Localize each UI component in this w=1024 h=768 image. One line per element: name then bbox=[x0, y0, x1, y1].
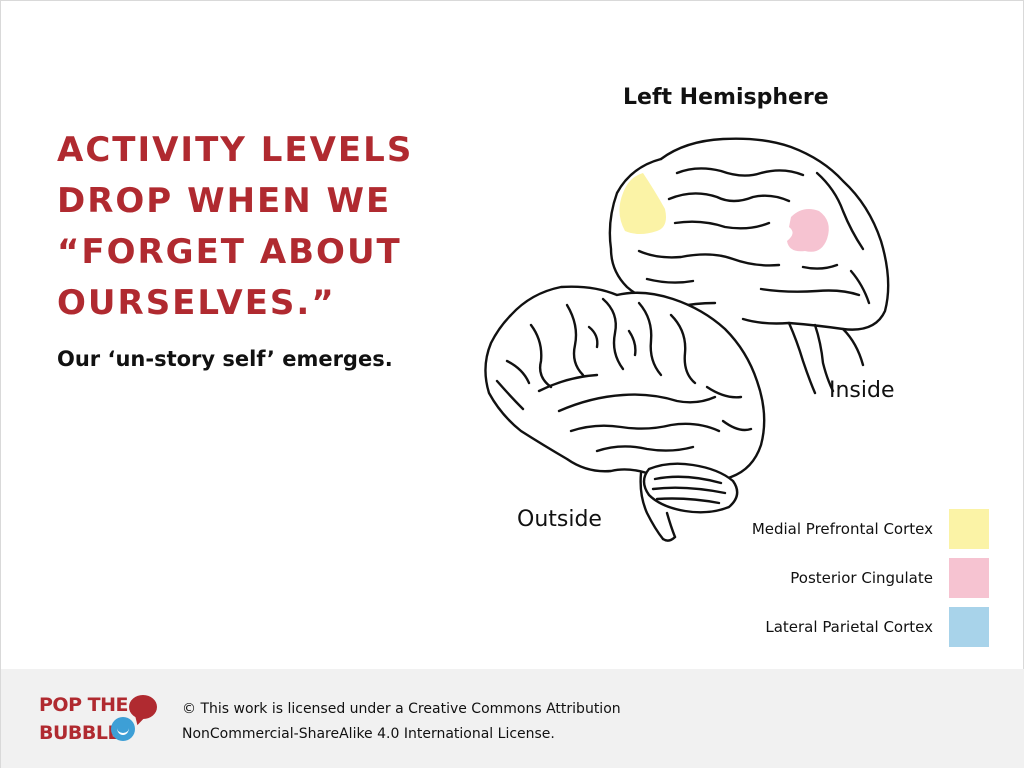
headline-line: “FORGET ABOUT bbox=[57, 232, 402, 272]
legend-label: Lateral Parietal Cortex bbox=[765, 618, 933, 636]
legend-item: Posterior Cingulate bbox=[689, 558, 989, 598]
legend-label: Medial Prefrontal Cortex bbox=[751, 520, 933, 538]
license-line: © This work is licensed under a Creative… bbox=[182, 701, 621, 717]
medial-prefrontal-region-inside bbox=[619, 173, 666, 234]
legend: Medial Prefrontal Cortex Posterior Cingu… bbox=[689, 509, 989, 656]
brain-diagram bbox=[471, 81, 911, 551]
speech-bubble-blue-icon bbox=[111, 717, 135, 741]
legend-label: Posterior Cingulate bbox=[790, 569, 933, 587]
logo-line: BUBBLE bbox=[39, 722, 120, 744]
speech-bubble-red-icon bbox=[129, 695, 157, 719]
footer bbox=[1, 669, 1024, 768]
headline-line: OURSELVES.” bbox=[57, 283, 336, 323]
legend-swatch bbox=[949, 558, 989, 598]
brain-outside-view bbox=[484, 285, 766, 542]
legend-item: Medial Prefrontal Cortex bbox=[689, 509, 989, 549]
headline-line: ACTIVITY LEVELS bbox=[57, 130, 414, 170]
license-line: NonCommercial-ShareAlike 4.0 Internation… bbox=[182, 726, 555, 742]
legend-swatch bbox=[949, 509, 989, 549]
legend-swatch bbox=[949, 607, 989, 647]
legend-item: Lateral Parietal Cortex bbox=[689, 607, 989, 647]
hemisphere-label: Left Hemisphere bbox=[623, 85, 829, 110]
brain-inside-view bbox=[608, 137, 890, 395]
logo-line: POP THE bbox=[39, 694, 128, 716]
subline: Our ‘un-story self’ emerges. bbox=[57, 347, 393, 371]
outside-label: Outside bbox=[517, 507, 602, 532]
headline-line: DROP WHEN WE bbox=[57, 181, 392, 221]
posterior-cingulate-region bbox=[787, 209, 829, 252]
inside-label: Inside bbox=[829, 378, 895, 403]
logo-text: POP THE BUBBLE bbox=[39, 691, 128, 747]
pop-the-bubble-logo: POP THE BUBBLE bbox=[39, 691, 169, 751]
license-text: © This work is licensed under a Creative… bbox=[182, 697, 621, 747]
headline: ACTIVITY LEVELS DROP WHEN WE “FORGET ABO… bbox=[57, 125, 437, 329]
